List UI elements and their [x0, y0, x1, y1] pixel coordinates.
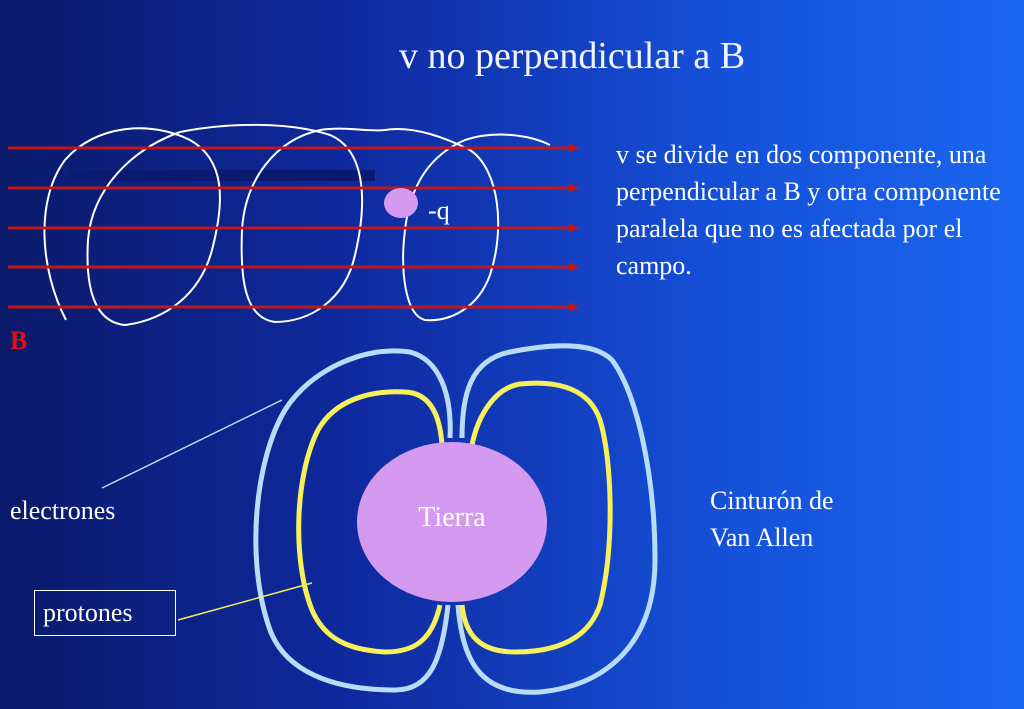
- electrons-label: electrones: [10, 496, 116, 525]
- field-lines: [8, 143, 579, 312]
- inner-belt-left: [296, 389, 445, 655]
- protons-label: protones: [34, 590, 176, 636]
- inner-belt-right: [459, 380, 613, 655]
- earth-label: Tierra: [418, 502, 486, 533]
- outer-belt-right: [455, 343, 658, 695]
- field-label: B: [10, 326, 28, 355]
- protons-pointer-line: [177, 582, 313, 621]
- earth: [357, 442, 547, 602]
- helix-loop-2: [179, 123, 363, 324]
- charge-particle: [384, 188, 418, 218]
- slide-title: v no perpendicular a B: [398, 35, 746, 77]
- shadow-bar: [70, 170, 375, 181]
- helix-loop-1: [43, 127, 221, 327]
- outer-belt-left: [253, 348, 453, 693]
- helical-path: [43, 123, 551, 327]
- outer-belt: [253, 343, 658, 695]
- charge-label: -q: [428, 196, 450, 225]
- van-allen-label-line-1: Cinturón de: [710, 486, 834, 515]
- electrons-pointer-line: [101, 399, 283, 489]
- inner-belt: [296, 380, 613, 655]
- explanation-text: v se divide en dos componente, una perpe…: [616, 140, 1001, 280]
- van-allen-label: Cinturón de Van Allen: [710, 482, 834, 556]
- van-allen-label-line-2: Van Allen: [710, 523, 814, 552]
